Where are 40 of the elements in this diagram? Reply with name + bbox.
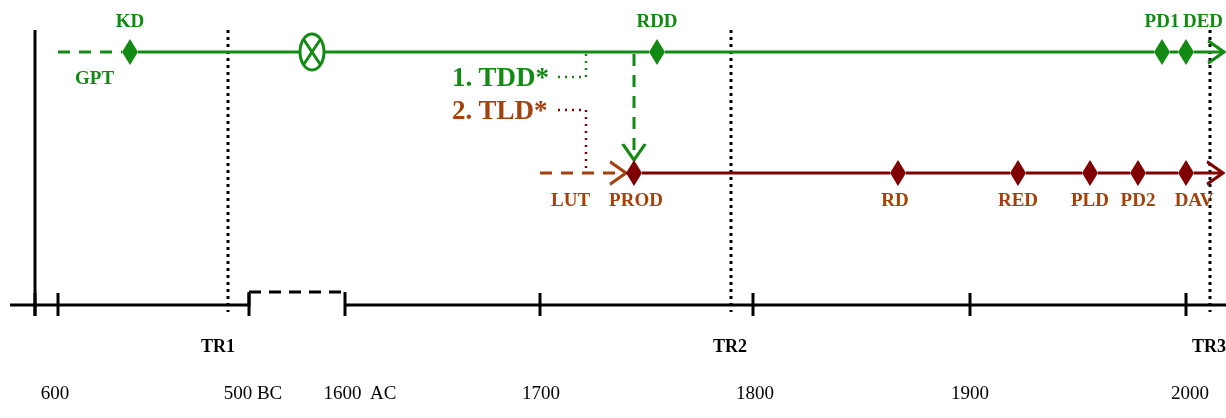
milestone-label: RD: [881, 189, 909, 211]
leader-line: [558, 108, 588, 171]
arrow: [624, 54, 644, 162]
timeline-line: [138, 50, 299, 54]
period-label: TR2: [713, 335, 747, 357]
arrow: [1194, 42, 1226, 62]
milestone-label: PROD: [609, 189, 663, 211]
milestone-label: PD1: [1144, 10, 1180, 32]
timeline-line: [1098, 171, 1130, 175]
timeline-line: [325, 50, 649, 54]
arrow: [540, 163, 628, 183]
note-label: 2. TLD*: [452, 96, 558, 124]
timeline-line: [906, 171, 1010, 175]
milestone-label: PD2: [1120, 189, 1156, 211]
milestone-label: RDD: [636, 10, 678, 32]
milestone-label: DAV: [1174, 189, 1214, 211]
leader-line: [558, 52, 588, 79]
milestone-label: RED: [997, 189, 1039, 211]
milestone-label: KD: [115, 10, 145, 32]
period-label: TR3: [1192, 335, 1226, 357]
timeline-line: [1146, 171, 1178, 175]
milestone-label: DED: [1182, 10, 1224, 32]
year-label: 1700: [522, 382, 560, 404]
timeline-line: [665, 50, 1154, 54]
year-label: 1600 AC: [323, 382, 397, 404]
year-label: 500 BC: [223, 382, 283, 404]
timeline-line: [58, 50, 122, 54]
timeline-line: [1170, 50, 1178, 54]
timeline-label: LUT: [540, 171, 591, 211]
timeline-line: [1026, 171, 1082, 175]
year-label: 1800: [736, 382, 774, 404]
arrow: [1194, 163, 1225, 183]
timeline-label: GPT: [75, 67, 115, 89]
period-label: TR1: [201, 335, 235, 357]
note-label: 1. TDD*: [452, 63, 558, 91]
year-label: 600: [40, 382, 70, 404]
timeline-line: [642, 171, 890, 175]
milestone-label: PLD: [1071, 189, 1109, 211]
year-label: 2000: [1171, 382, 1209, 404]
year-label: 1900: [951, 382, 989, 404]
